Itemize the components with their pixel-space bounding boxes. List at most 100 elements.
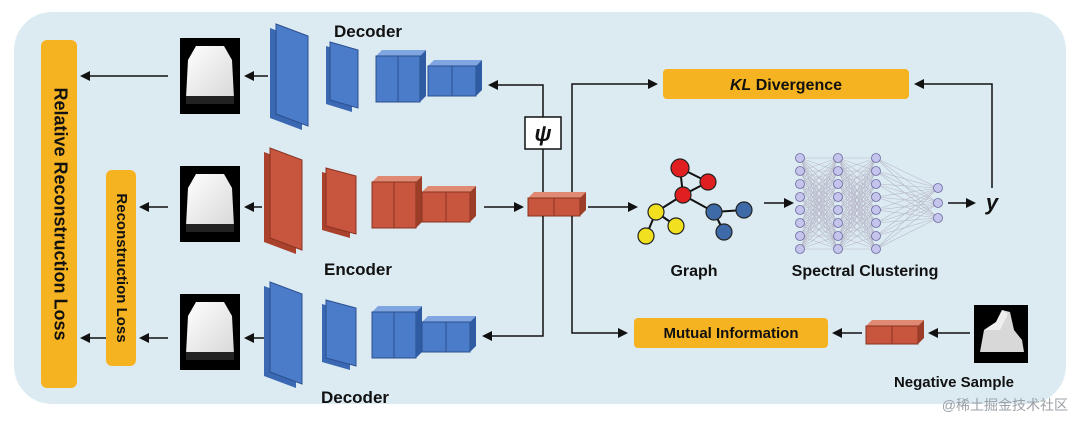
network-edge [799,157,839,172]
kl-italic-label: KL [730,77,751,94]
kl-divergence-label: Divergence [751,77,842,94]
network-edge [875,187,939,211]
network-edge [837,157,877,185]
network-node [833,244,843,254]
network-edge [875,187,939,250]
network-node [871,166,881,176]
network-edge [875,157,939,219]
network-node [871,192,881,202]
network-edge [875,170,939,219]
network-edge [837,170,877,250]
network-edge [799,157,839,224]
decoder-bottom-label: Decoder [321,388,389,407]
network-node [833,205,843,215]
network-edge [875,202,939,250]
spectral-clustering-network [795,153,943,254]
network-edge [875,183,939,204]
network-edge [875,196,939,219]
network-edge [875,202,939,237]
network-edge [875,187,939,224]
network-node [833,231,843,241]
mutual-information-label: Mutual Information [664,325,799,342]
network-node [933,198,943,208]
network-node [795,244,805,254]
network-edge [837,157,877,250]
graph-icon [637,158,753,245]
latent-code-block [527,192,586,217]
arrow-latent-to-bottom-decoder [482,216,544,341]
network-edge [799,196,839,250]
psi-box: ψ [524,116,562,150]
network-edge [875,202,939,211]
network-edge [799,157,839,185]
arrow-psi-to-top-decoder [488,80,544,117]
network-edge [837,157,877,237]
output-y-label: y [985,190,1000,215]
encoder-label: Encoder [324,260,392,279]
network-edge [837,157,877,198]
network-node [795,179,805,189]
network-node [871,179,881,189]
network-edge [837,196,877,250]
network-edge [837,157,877,211]
network-edge [799,222,839,250]
network-node [833,192,843,202]
network-edge [799,157,839,237]
input-image-middle [180,166,240,242]
network-node [833,166,843,176]
relative-reconstruction-loss-label: Relative Reconstruction Loss [50,87,70,340]
psi-label: ψ [534,121,551,146]
network-node [871,231,881,241]
spectral-clustering-label: Spectral Clustering [792,263,939,280]
network-edge [837,235,877,250]
network-node [871,205,881,215]
network-node [795,153,805,163]
network-node [833,218,843,228]
encoder-layers [264,147,476,254]
network-node [795,218,805,228]
network-node [833,179,843,189]
network-node [871,218,881,228]
network-edge [837,157,877,172]
reconstruction-loss-box: Reconstruction Loss [106,170,136,366]
network-node [795,192,805,202]
network-node [933,183,943,193]
network-edge [799,209,839,250]
network-edge [875,183,939,189]
network-edge [799,170,839,250]
network-node [871,153,881,163]
network-edge [875,183,939,219]
network-node [871,244,881,254]
relative-reconstruction-loss-box: Relative Reconstruction Loss [41,40,77,388]
reconstructed-image-bottom [180,294,240,370]
network-edge [799,183,839,250]
network-edge [875,170,939,189]
reconstructed-image-top [180,38,240,114]
watermark: @稀土掘金技术社区 [942,397,1068,413]
network-node [795,231,805,241]
network-edge [875,217,939,224]
negative-sample-image [974,305,1028,363]
decoder-top-layers [270,23,482,130]
graph-label: Graph [670,263,717,280]
svg-text:KL Divergence: KL Divergence [730,77,842,94]
arrow-y-to-kl [914,79,993,188]
network-node [833,153,843,163]
network-edge [875,217,939,237]
network-node [795,166,805,176]
network-edge [837,222,877,250]
negative-latent-block [865,320,924,345]
network-edge [875,209,939,219]
network-edge [875,157,939,189]
network-edge [799,157,839,198]
network-edge [799,157,839,211]
network-edge [799,235,839,250]
network-edge [875,217,939,250]
arrow-latent-to-kl [571,79,658,192]
mutual-information-box: Mutual Information [634,318,828,348]
network-edge [837,209,877,250]
network-edge [837,157,877,224]
network-edge [875,187,939,198]
